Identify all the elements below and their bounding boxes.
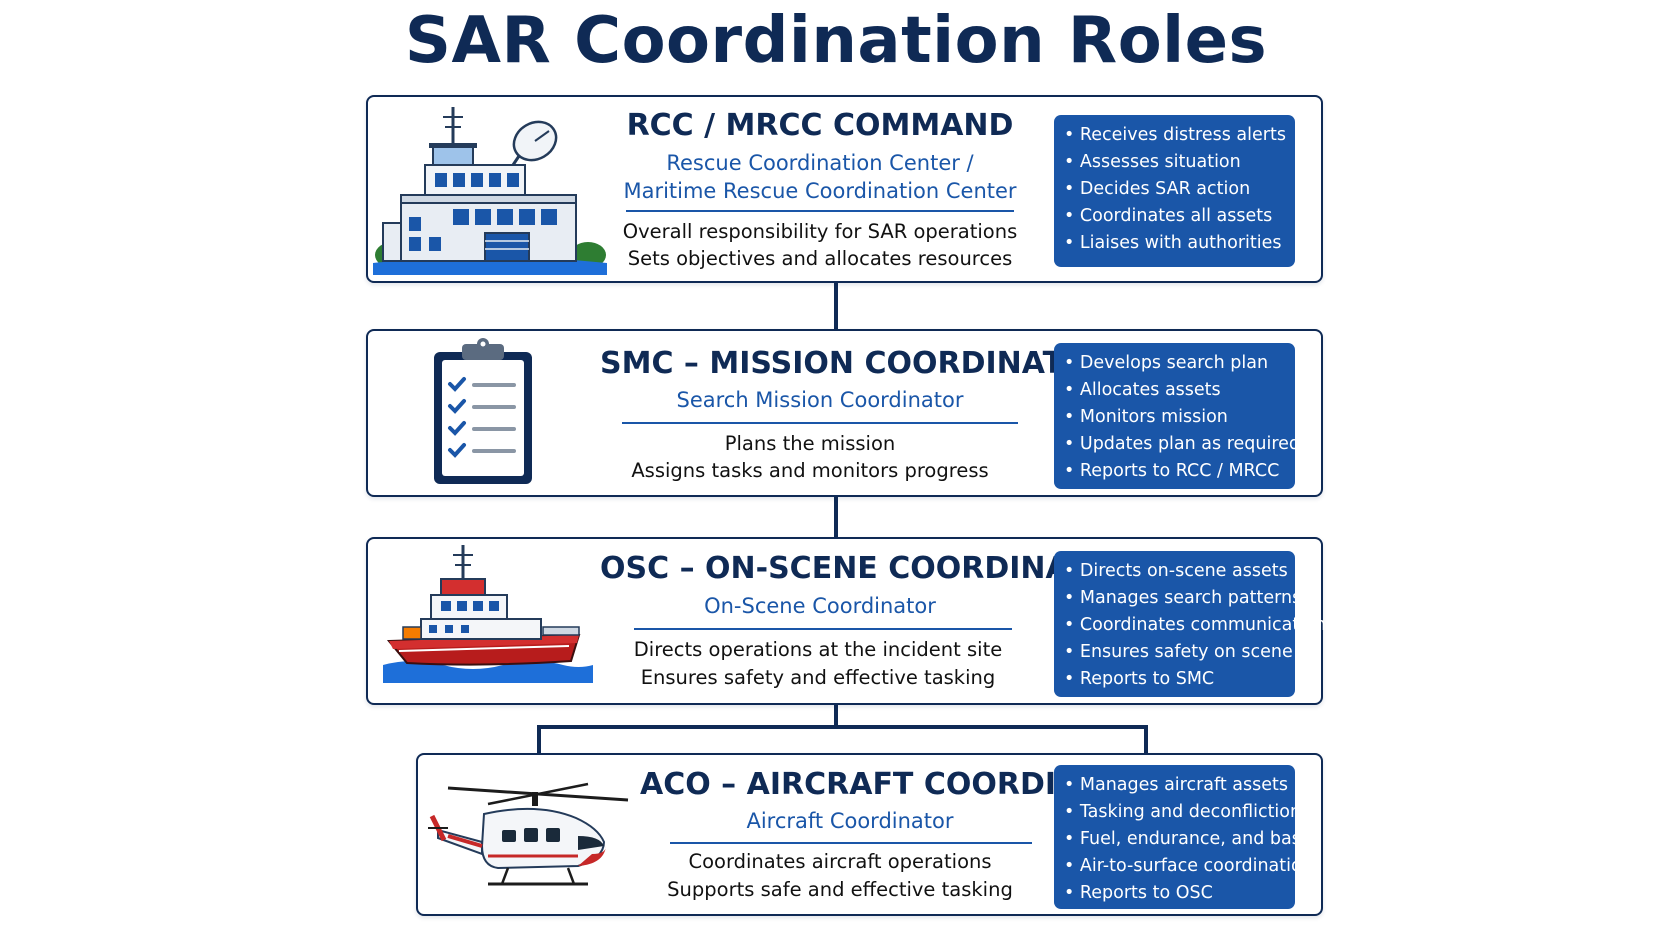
duty-item: Allocates assets: [1064, 377, 1285, 404]
duty-item: Ensures safety on scene: [1064, 639, 1293, 666]
connector-horizontal-bar: [537, 725, 1148, 729]
duty-item: Monitors mission: [1064, 404, 1285, 431]
clipboard-checklist-icon: [434, 338, 532, 484]
duty-item: Tasking and deconfliction: [1064, 799, 1301, 826]
aco-duties-panel: Manages aircraft assets Tasking and deco…: [1054, 765, 1313, 909]
duty-item: Fuel, endurance, and base: [1064, 826, 1312, 853]
rcc-duties-panel: Receives distress alerts Assesses situat…: [1054, 115, 1295, 267]
duty-item: Updates plan as required: [1064, 431, 1300, 458]
rescue-center-building-icon: [373, 107, 607, 275]
osc-description-line1: Directs operations at the incident site: [633, 638, 1003, 661]
smc-description-line1: Plans the mission: [724, 432, 896, 455]
aco-description-line1: Coordinates aircraft operations: [688, 850, 992, 873]
duty-item: Coordinates communications: [1064, 612, 1335, 639]
duty-item: Reports to RCC / MRCC: [1064, 458, 1285, 485]
duty-item: Manages aircraft assets: [1064, 772, 1288, 799]
rcc-subtitle-line1: Rescue Coordination Center /: [666, 151, 974, 175]
rcc-subtitle-line2: Maritime Rescue Coordination Center: [623, 179, 1017, 203]
smc-duties-panel: Develops search plan Allocates assets Mo…: [1054, 343, 1300, 489]
duty-item: Assesses situation: [1064, 149, 1285, 176]
duty-item: Manages search patterns: [1064, 585, 1301, 612]
smc-divider: [622, 422, 1018, 424]
rescue-ship-icon: [383, 545, 593, 683]
duty-item: Liaises with authorities: [1064, 230, 1285, 257]
smc-heading: SMC – MISSION COORDINATOR: [600, 346, 1112, 381]
osc-heading: OSC – ON-SCENE COORDINATOR: [600, 551, 1136, 586]
smc-description-line2: Assigns tasks and monitors progress: [631, 459, 989, 482]
duty-item: Directs on-scene assets: [1064, 558, 1288, 585]
duty-item: Reports to OSC: [1064, 880, 1285, 907]
duty-item: Develops search plan: [1064, 350, 1285, 377]
connector-left-drop: [537, 725, 541, 753]
page-title: SAR Coordination Roles: [404, 4, 1268, 78]
aco-divider: [670, 842, 1032, 844]
rcc-description-line1: Overall responsibility for SAR operation…: [622, 220, 1018, 243]
connector-osc-down: [834, 705, 838, 727]
duty-item: Air-to-surface coordination: [1064, 853, 1313, 880]
duty-item: Coordinates all assets: [1064, 203, 1285, 230]
duty-item: Receives distress alerts: [1064, 122, 1286, 149]
aco-heading: ACO – AIRCRAFT COORDINATOR: [640, 767, 1172, 802]
connector-right-drop: [1144, 725, 1148, 753]
osc-divider: [634, 628, 1012, 630]
connector-smc-osc: [834, 497, 838, 537]
osc-subtitle: On-Scene Coordinator: [704, 594, 936, 618]
duty-item: Decides SAR action: [1064, 176, 1285, 203]
aco-subtitle: Aircraft Coordinator: [746, 809, 954, 833]
aco-description-line2: Supports safe and effective tasking: [667, 878, 1013, 901]
smc-subtitle: Search Mission Coordinator: [676, 388, 964, 412]
rcc-divider: [626, 210, 1014, 212]
duty-item: Reports to SMC: [1064, 666, 1285, 693]
osc-description-line2: Ensures safety and effective tasking: [640, 666, 996, 689]
rcc-description-line2: Sets objectives and allocates resources: [627, 247, 1013, 270]
helicopter-icon: [428, 782, 629, 886]
osc-duties-panel: Directs on-scene assets Manages search p…: [1054, 551, 1335, 697]
connector-rcc-smc: [834, 283, 838, 329]
rcc-heading: RCC / MRCC COMMAND: [626, 108, 1014, 143]
